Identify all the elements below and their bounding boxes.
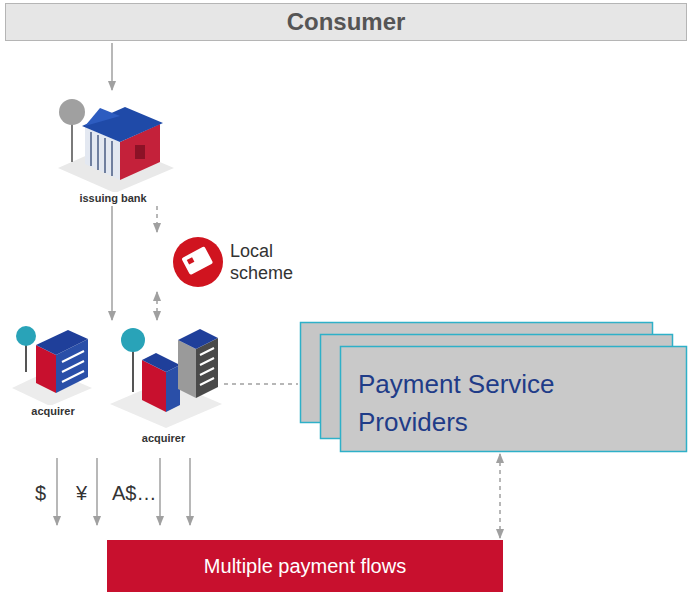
flow-connector [156, 292, 158, 320]
bank-node: issuing bank [52, 92, 174, 204]
flow-connector [156, 206, 158, 232]
bank-illustration [58, 99, 174, 193]
currency-label: $ [33, 482, 48, 505]
flow-connector [224, 383, 298, 385]
scheme-node: Local scheme [150, 234, 282, 290]
provider-stack: Payment Service Providers [300, 322, 687, 452]
currency-label: ¥ [74, 482, 89, 505]
flow-connector [499, 454, 501, 538]
actor-band: Consumer [5, 3, 687, 41]
acquirer-illustration [110, 328, 222, 428]
flow-connector [111, 206, 113, 320]
bank-label: issuing bank [77, 192, 148, 204]
acquirer-node: acquirer [8, 322, 98, 417]
flow-label: Multiple payment flows [204, 555, 406, 578]
flow-box: Multiple payment flows [107, 540, 503, 592]
currency-label: A$… [110, 482, 158, 505]
acquirer-illustration [12, 326, 92, 406]
flow-connector [111, 43, 113, 90]
acquirer-label: acquirer [140, 432, 187, 444]
currency-flow-arrows [57, 458, 190, 525]
actor-label: Consumer [287, 8, 406, 36]
provider-label: Payment Service Providers [358, 366, 648, 441]
acquirer-label: acquirer [29, 405, 76, 417]
acquirer-node: acquirer [105, 322, 222, 444]
card-scheme-icon [173, 237, 223, 287]
scheme-label: Local scheme [230, 240, 293, 285]
provider-stack-cards [301, 323, 687, 452]
